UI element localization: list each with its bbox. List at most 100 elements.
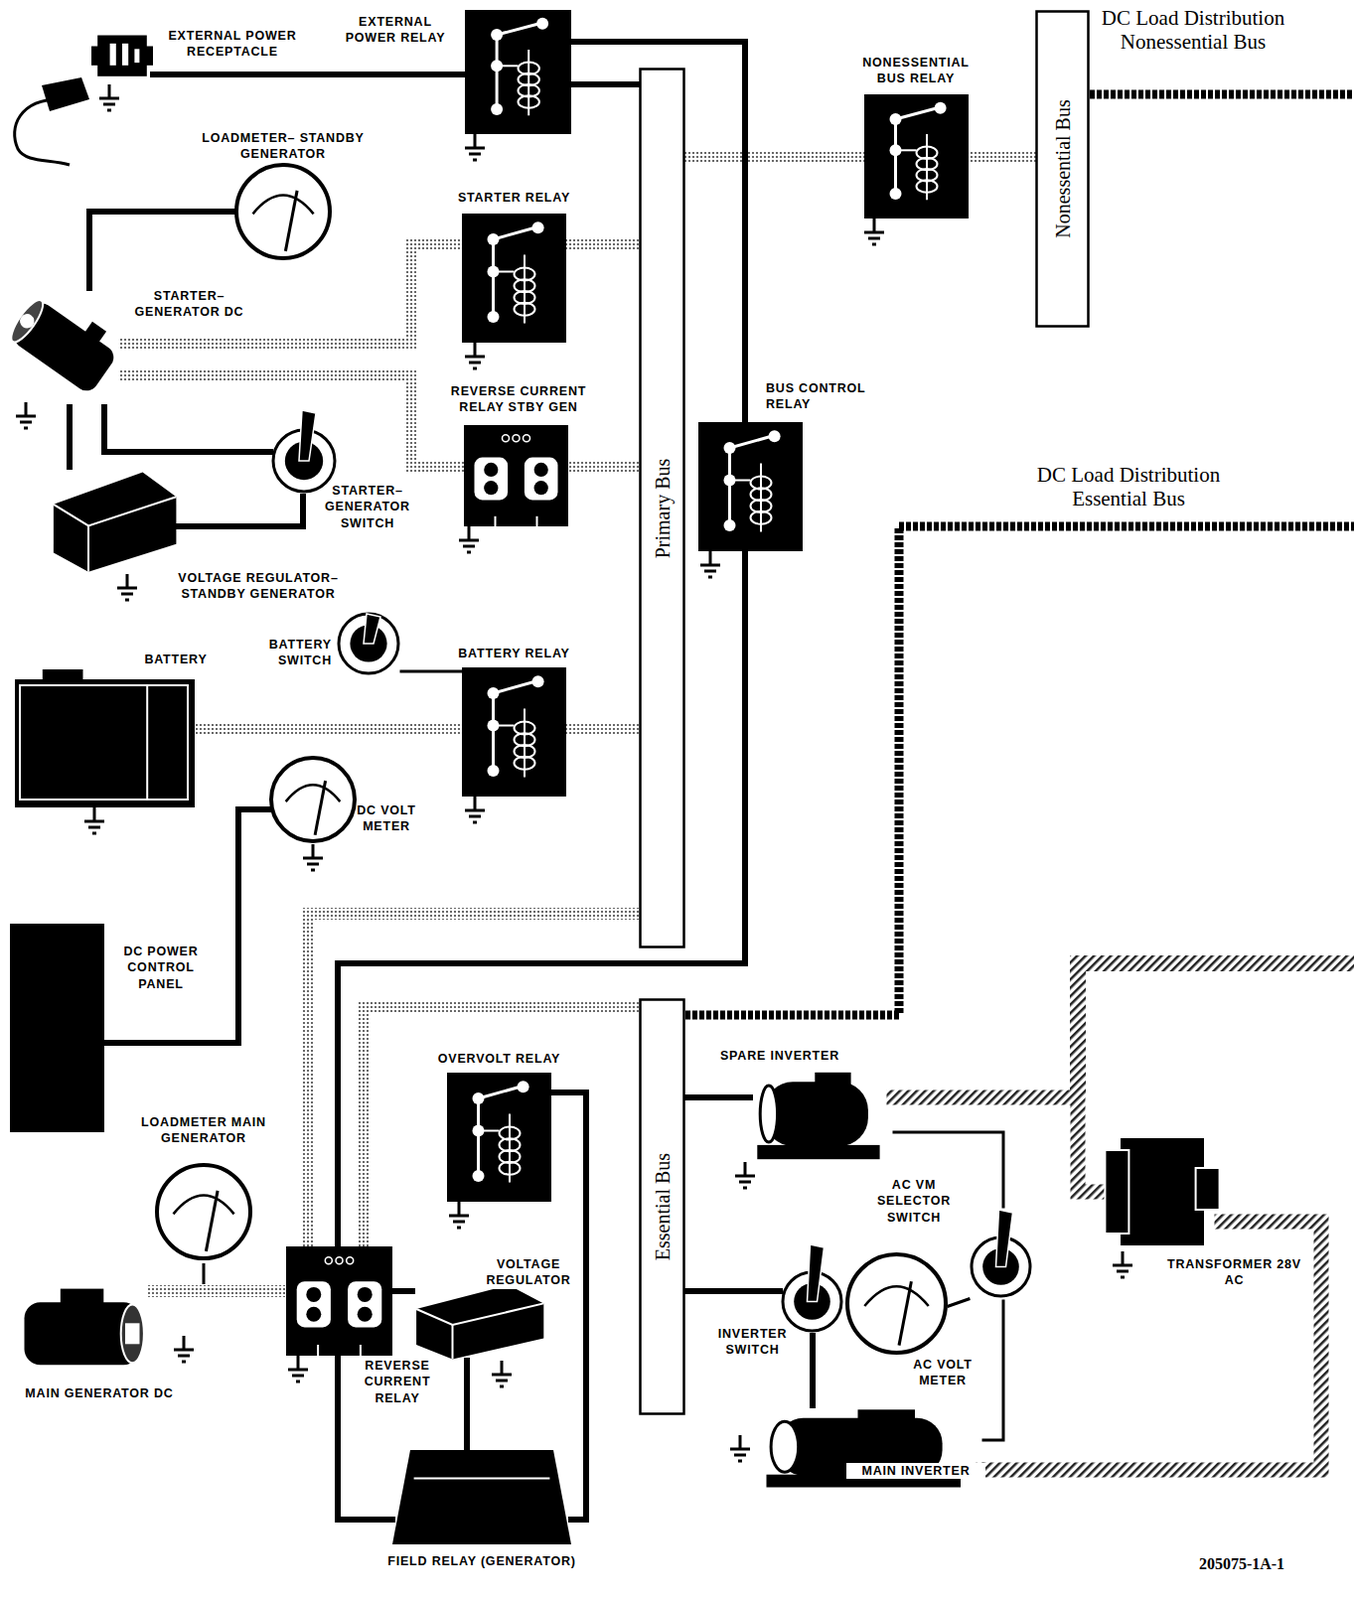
wire	[153, 1285, 287, 1298]
distribution-note: DC Load Distribution Nonessential Bus	[1098, 5, 1288, 54]
component-label: EXTERNAL POWER RECEPTACLE	[152, 27, 312, 61]
component-label: VOLTAGE REGULATOR	[476, 1256, 581, 1290]
component-label: SPARE INVERTER	[705, 1048, 855, 1064]
reverse-current-relay-art	[463, 425, 569, 527]
starter-generator-art	[9, 288, 125, 408]
wire	[571, 81, 639, 88]
component-label: BUS CONTROL RELAY	[765, 380, 896, 414]
wire	[307, 913, 639, 1247]
meter-dial-art	[844, 1251, 949, 1356]
figure-number: 205075-1A-1	[1172, 1555, 1312, 1574]
meter-lead	[202, 1263, 206, 1285]
wire	[392, 1288, 413, 1295]
wire	[152, 71, 465, 78]
component-label: DC VOLT METER	[355, 802, 418, 836]
meter-dial-art	[153, 1162, 254, 1262]
toggle-switch-art	[270, 407, 338, 497]
voltage-regulator: VOLTAGE REGULATOR– STANDBY GENERATOR	[49, 466, 179, 575]
wire	[948, 1299, 969, 1307]
meter-dial: LOADMETER– STANDBY GENERATOR	[233, 161, 333, 262]
component-label: VOLTAGE REGULATOR– STANDBY GENERATOR	[153, 570, 363, 603]
voltage-regulator-art	[49, 466, 179, 575]
voltage-regulator-art	[412, 1281, 547, 1361]
relay-symbol: OVERVOLT RELAY	[447, 1072, 552, 1203]
component-label: LOADMETER MAIN GENERATOR	[129, 1114, 279, 1148]
component-label: BATTERY	[129, 651, 223, 668]
component-label: REVERSE CURRENT RELAY STBY GEN	[434, 383, 603, 417]
bus-label: Nonessential Bus	[1051, 99, 1074, 238]
inverter: MAIN INVERTER	[754, 1405, 984, 1491]
wire	[809, 1336, 816, 1406]
component-label: EXTERNAL POWER RELAY	[331, 13, 459, 47]
toggle-switch: INVERTER SWITCH	[779, 1241, 845, 1337]
relay-symbol-art	[464, 9, 572, 135]
starter-generator: STARTER– GENERATOR DC	[9, 288, 125, 408]
component-label: MAIN INVERTER	[846, 1463, 986, 1480]
control-panel-art	[9, 923, 105, 1133]
toggle-switch-art	[335, 610, 402, 679]
bus-bar: Nonessential Bus	[1035, 9, 1090, 328]
relay-symbol: BATTERY RELAY	[461, 667, 567, 797]
relay-symbol-art	[461, 213, 567, 343]
battery-art	[14, 663, 199, 808]
wire	[568, 460, 639, 473]
component-label: NONESSENTIAL BUS RELAY	[846, 54, 986, 88]
meter-dial: DC VOLT METER	[268, 754, 358, 845]
relay-symbol-art	[864, 94, 969, 219]
reverse-current-relay-art	[286, 1246, 393, 1356]
wire	[551, 1092, 587, 1520]
wire	[685, 1094, 751, 1101]
component-label: INVERTER SWITCH	[705, 1326, 800, 1359]
wire	[983, 1301, 1004, 1441]
wire	[104, 407, 271, 452]
load-distribution-lines	[685, 94, 1354, 1098]
wire	[983, 1221, 1322, 1471]
transformer: TRANSFORMER 28V AC	[1102, 1132, 1222, 1252]
relay-symbol: STARTER RELAY	[461, 213, 567, 343]
component-label: STARTER RELAY	[447, 189, 582, 206]
wire	[894, 1097, 1103, 1193]
bus-bar: Essential Bus	[638, 998, 686, 1416]
generator-art	[9, 1276, 154, 1381]
component-label: BATTERY SWITCH	[248, 636, 332, 670]
meter-dial: AC VOLT METER	[844, 1251, 949, 1356]
transformer-art	[1102, 1132, 1222, 1252]
wire	[178, 496, 303, 527]
toggle-switch-art	[779, 1241, 845, 1337]
external-plug	[14, 77, 90, 165]
component-label: MAIN GENERATOR DC	[4, 1385, 194, 1402]
relay-symbol: NONESSENTIAL BUS RELAY	[864, 94, 969, 219]
power-receptacle-art	[91, 29, 153, 85]
field-relay-art	[392, 1450, 572, 1545]
meter-dial-art	[233, 161, 333, 262]
wire	[968, 150, 1036, 162]
wire	[104, 809, 269, 1044]
field-relay: FIELD RELAY (GENERATOR)	[392, 1450, 572, 1545]
relay-symbol: EXTERNAL POWER RELAY	[464, 9, 572, 135]
component-label: TRANSFORMER 28V AC	[1167, 1256, 1302, 1290]
relay-symbol-art	[447, 1072, 552, 1203]
bus-label: Primary Bus	[650, 457, 674, 559]
bus-bar: Primary Bus	[638, 67, 686, 949]
wire	[566, 237, 639, 250]
battery: BATTERY	[14, 663, 199, 808]
distribution-note: DC Load Distribution Essential Bus	[998, 462, 1259, 511]
component-label: AC VM SELECTOR SWITCH	[864, 1177, 964, 1226]
toggle-switch: BATTERY SWITCH	[335, 610, 402, 679]
ground-symbols	[15, 84, 1133, 1462]
inverter: SPARE INVERTER	[750, 1067, 895, 1163]
voltage-regulator: VOLTAGE REGULATOR	[412, 1256, 577, 1361]
bus-label: Essential Bus	[650, 1153, 674, 1261]
wire	[566, 724, 639, 737]
component-label: OVERVOLT RELAY	[417, 1051, 582, 1067]
toggle-switch: STARTER– GENERATOR SWITCH	[270, 407, 338, 497]
component-label: DC POWER CONTROL PANEL	[111, 943, 211, 993]
component-label: AC VOLT METER	[902, 1356, 984, 1390]
meter-dial: LOADMETER MAIN GENERATOR	[153, 1162, 254, 1262]
reverse-current-relay: REVERSE CURRENT RELAY	[286, 1246, 393, 1356]
wire	[685, 150, 865, 162]
component-label: LOADMETER– STANDBY GENERATOR	[183, 130, 383, 163]
generator: MAIN GENERATOR DC	[9, 1276, 154, 1381]
component-label: FIELD RELAY (GENERATOR)	[352, 1553, 611, 1570]
wire	[685, 1288, 780, 1295]
